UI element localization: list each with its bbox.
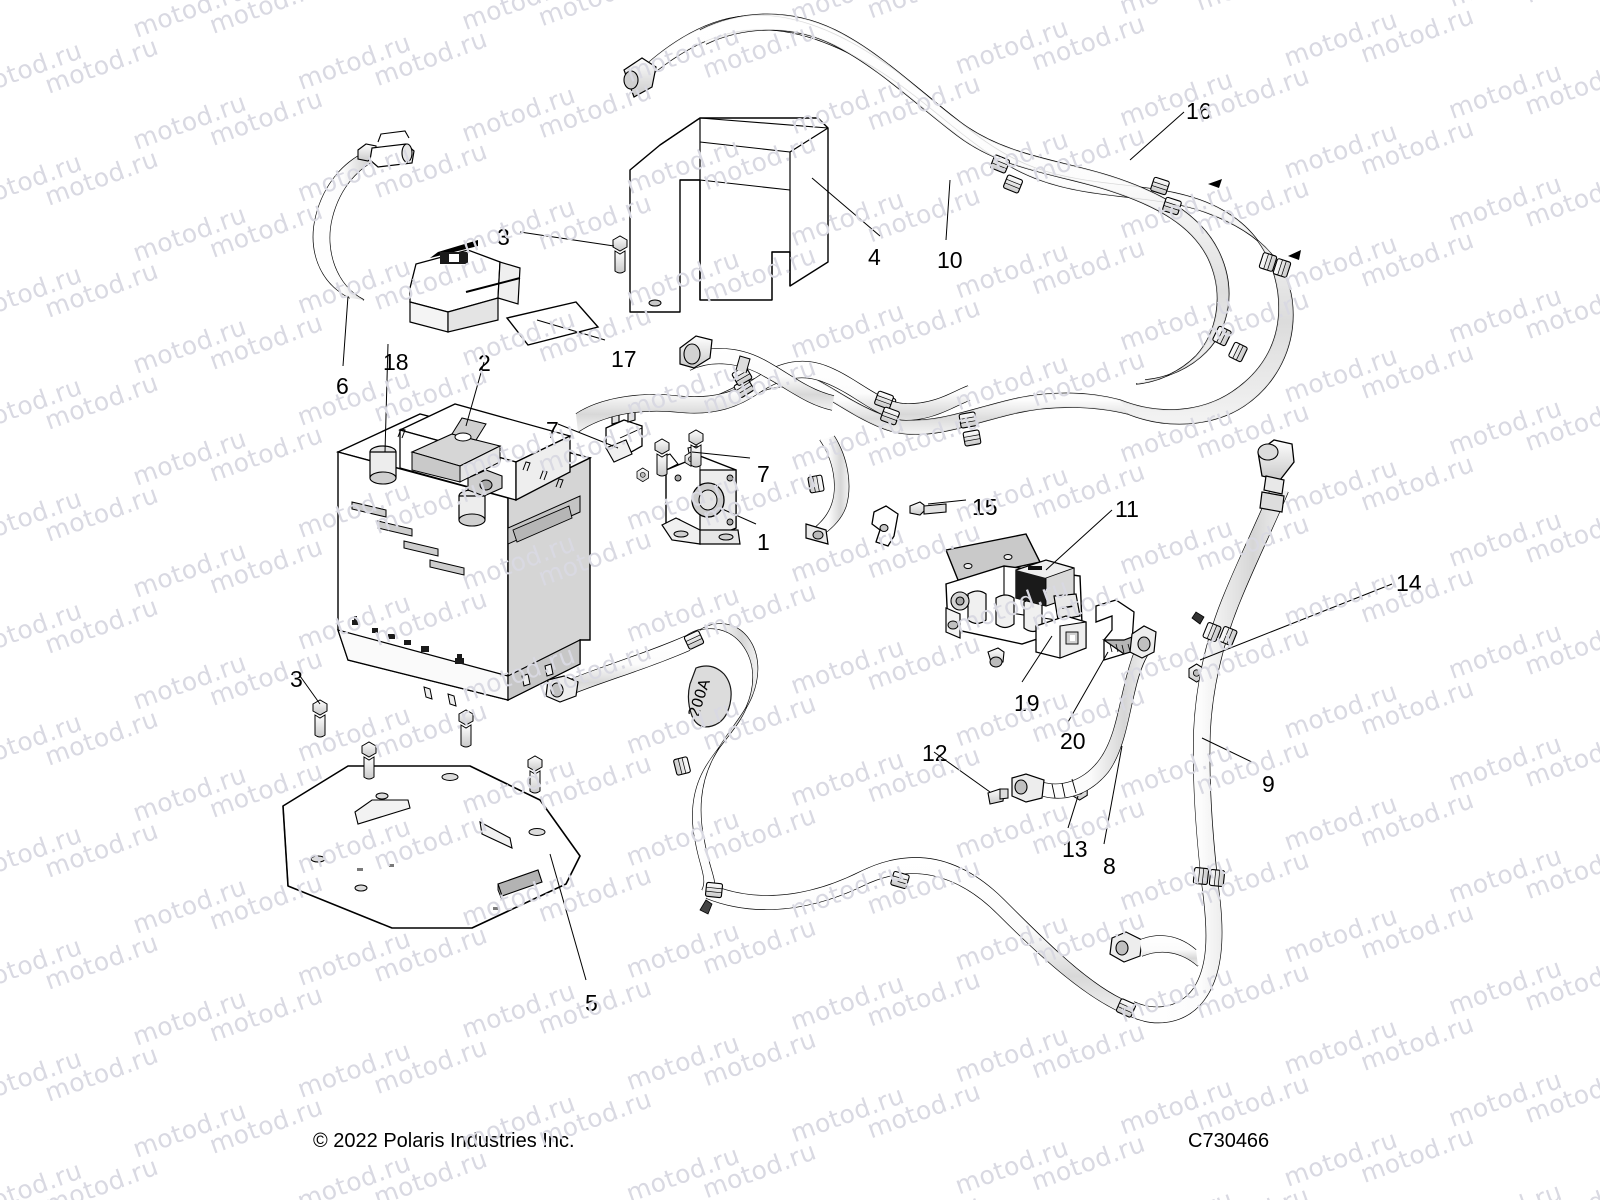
positive-battery-cable-9 <box>1129 439 1295 1024</box>
part-callout-11: 11 <box>1115 496 1139 522</box>
insulator-pad-17 <box>505 301 600 346</box>
part-callout-9: 9 <box>1262 771 1275 797</box>
battery-terminal-post-negative <box>458 489 486 527</box>
bolt-near-solenoid-a <box>654 438 670 477</box>
battery-2 <box>335 403 593 707</box>
part-callout-17: 17 <box>611 346 637 372</box>
screw-12 <box>987 788 1009 805</box>
drawing-number: C730466 <box>1188 1130 1270 1152</box>
hex-flange-screw-3-bottom-d <box>527 755 543 794</box>
connector-module <box>409 240 521 333</box>
small-bracket <box>871 505 899 547</box>
cable-to-terminal-boot <box>679 335 835 411</box>
part-callout-14: 14 <box>1396 570 1422 596</box>
cable-stub-down <box>805 435 850 545</box>
part-callout-19: 19 <box>1014 690 1040 716</box>
fuse-link-cable-200a <box>545 623 1137 1019</box>
part-callout-20: 20 <box>1060 728 1086 754</box>
hex-flange-screw-3-bottom-c <box>458 709 474 748</box>
copyright-notice: © 2022 Polaris Industries Inc. <box>313 1130 575 1152</box>
shoulder-bolt-15 <box>909 501 947 516</box>
part-callout-4: 4 <box>868 244 881 270</box>
part-callout-6: 6 <box>336 373 349 399</box>
hex-flange-screw-3-bottom-a <box>312 699 328 738</box>
ground-link-lower <box>1109 931 1199 967</box>
part-callout-15: 15 <box>972 494 998 520</box>
nut-7-b <box>636 467 649 483</box>
battery-terminal-post-18 <box>369 445 397 485</box>
part-callout-3b: 3 <box>290 666 303 692</box>
part-callout-16: 16 <box>1186 98 1212 124</box>
part-callout-12: 12 <box>922 740 948 766</box>
part-callout-1: 1 <box>757 529 770 555</box>
vent-tube-hose-6 <box>312 130 415 301</box>
part-callout-10: 10 <box>937 247 963 273</box>
part-callout-7a: 7 <box>546 417 559 443</box>
leader-lines <box>299 111 1393 981</box>
part-callout-5: 5 <box>585 990 598 1016</box>
part-callout-18: 18 <box>383 349 409 375</box>
hex-flange-screw-3-bottom-b <box>361 741 377 780</box>
battery-tray-plate-5 <box>282 765 581 929</box>
part-callout-7b: 7 <box>757 461 770 487</box>
starter-solenoid-relay-1 <box>659 445 741 545</box>
part-callout-13: 13 <box>1062 836 1088 862</box>
main-cable-run-16 <box>623 13 1301 425</box>
screw-block-mount <box>987 647 1005 668</box>
hex-flange-screw-3-top <box>612 235 628 274</box>
bolt-near-solenoid-b <box>688 429 704 468</box>
battery-hold-down-bracket-4 <box>629 117 829 313</box>
part-callout-3a: 3 <box>497 224 510 250</box>
part-callout-2: 2 <box>478 350 491 376</box>
part-callout-8: 8 <box>1103 853 1116 879</box>
ground-cable-terminal-8 <box>1011 625 1157 803</box>
relay-module-19 <box>1035 615 1087 659</box>
